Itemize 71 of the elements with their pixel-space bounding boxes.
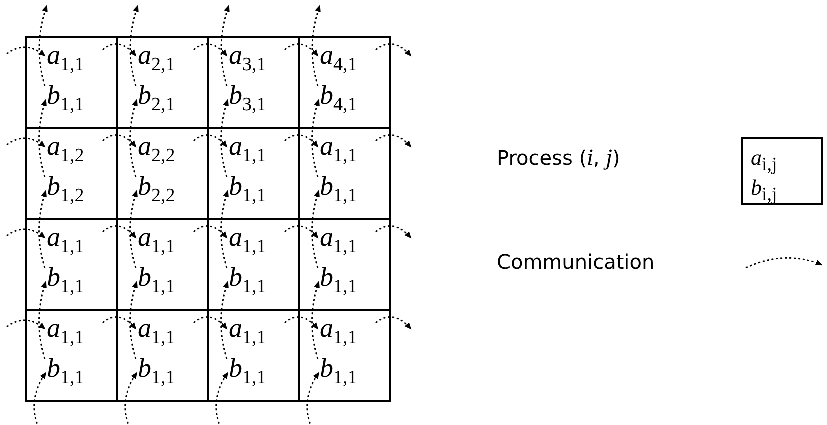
math-label: b$_{1,1}$ [229,171,266,208]
math-label: a$_{1,1}$ [320,131,358,168]
math-label: a$_{1,1}$ [47,222,84,260]
math-label: b$_{1,1}$ [138,262,176,300]
math-label: a$_{4,1}$ [320,40,358,78]
communication-arrow [220,281,230,360]
communication-arrow [306,372,320,425]
math-label: b$_{1,1}$ [47,80,84,118]
math-label: a$_{1,1}$ [229,131,266,168]
communication-arrow [38,99,48,178]
communication-arrow [6,138,46,148]
math-label: a$_{i,j}$ [751,144,778,178]
math-label: a$_{1,1}$ [320,313,358,350]
math-label: a$_{3,1}$ [229,40,266,78]
communication-arrow [376,44,412,57]
communication-arrow [376,134,412,148]
communication-arrow [124,372,138,425]
math-label: b$_{2,1}$ [138,80,176,118]
math-label: b$_{1,1}$ [320,353,358,390]
communication-arrow [6,228,46,239]
process-cell [25,36,118,129]
communication-arrow [130,281,138,360]
math-label: a$_{1,1}$ [47,313,84,350]
math-label: b$_{1,2}$ [47,171,84,208]
math-label: b$_{1,1}$ [47,262,84,300]
communication-arrow [34,372,47,425]
math-label: a$_{2,2}$ [138,131,176,168]
math-label: a$_{1,1}$ [47,40,84,78]
communication-arrow [38,281,48,360]
math-label: b$_{1,1}$ [320,171,358,208]
communication-arrow [312,99,320,178]
communication-arrow [38,5,48,86]
math-label: a$_{1,2}$ [47,131,84,168]
communication-arrow [130,190,138,268]
math-label: b$_{3,1}$ [229,80,266,118]
communication-arrow [220,5,230,86]
process-cell [298,36,391,129]
communication-arrow [376,316,412,330]
math-label: b$_{1,1}$ [138,353,176,390]
communication-arrow [312,190,320,268]
legend-label: Communication [497,250,655,274]
math-label: a$_{2,1}$ [138,40,176,78]
legend-process-box [741,137,823,205]
communication-arrow [130,99,138,178]
math-label: b$_{1,1}$ [229,353,266,390]
math-label: b$_{1,1}$ [47,353,84,390]
process-cell [25,309,118,402]
communication-arrow [102,44,137,57]
math-label: a$_{1,1}$ [138,313,176,350]
math-label: a$_{1,1}$ [320,222,358,260]
process-cell [298,309,391,402]
communication-arrow [6,320,46,330]
math-label: b$_{2,2}$ [138,171,176,208]
math-label: a$_{1,1}$ [229,222,266,260]
communication-arrow [220,99,230,178]
math-label: b$_{1,1}$ [229,262,266,300]
communication-arrow [6,46,46,57]
math-label: b$_{4,1}$ [320,80,358,118]
communication-arrow [312,5,321,86]
legend-label: Process (i, j) [497,145,620,171]
communication-arrow [194,44,228,57]
math-label: a$_{1,1}$ [229,313,266,350]
communication-arrow [312,281,320,360]
communication-arrow [38,190,48,268]
communication-arrow [220,190,230,268]
communication-arrow [130,5,139,86]
communication-arrow [216,372,229,425]
communication-arrow [376,226,412,239]
math-label: b$_{1,1}$ [320,262,358,300]
communication-arrow [284,44,319,57]
math-label: a$_{1,1}$ [138,222,176,260]
